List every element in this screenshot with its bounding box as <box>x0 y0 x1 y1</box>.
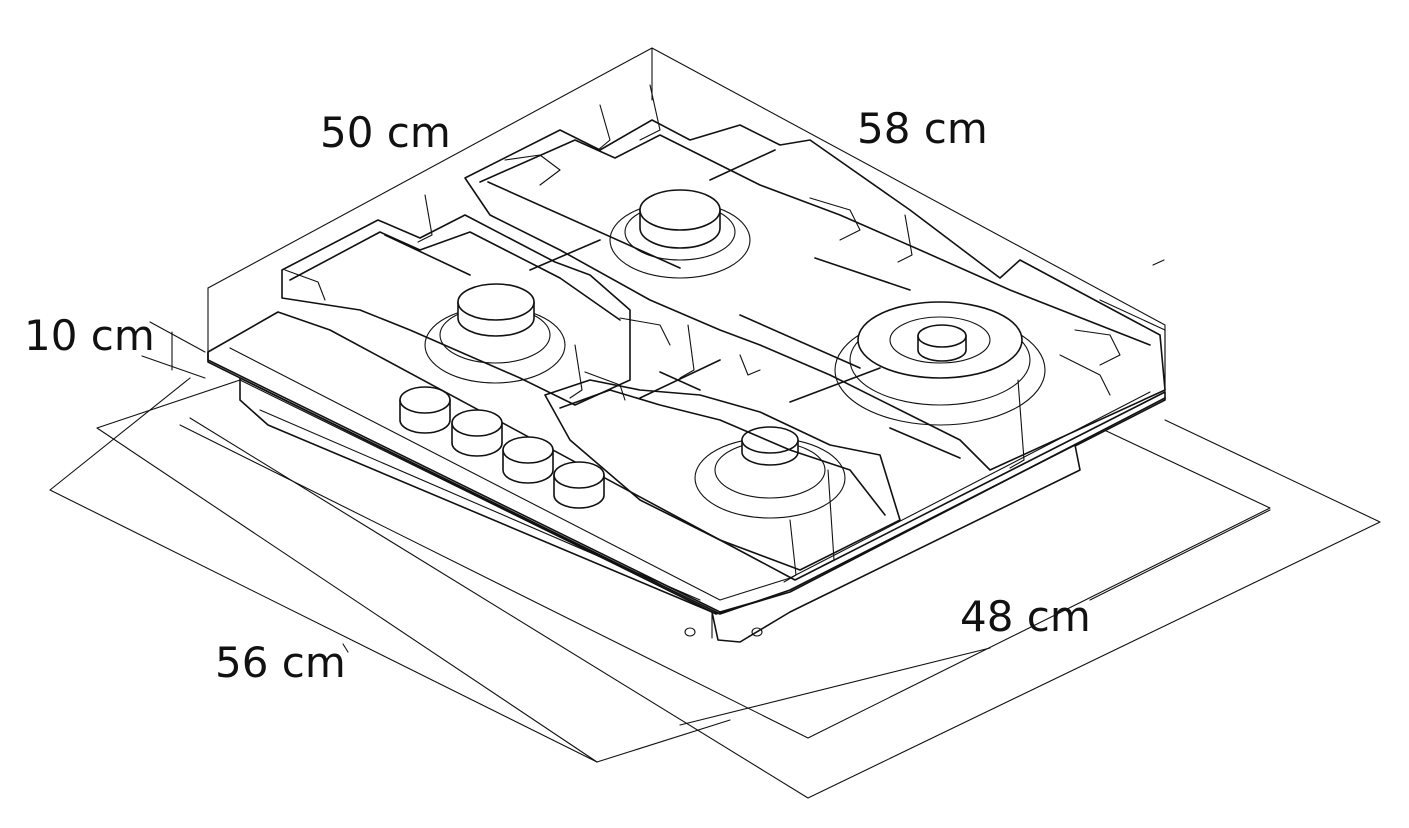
knob-1[interactable] <box>399 386 451 434</box>
label-height: 10 cm <box>24 311 155 360</box>
knob-2[interactable] <box>451 409 503 457</box>
burners <box>424 189 1046 519</box>
knob-4[interactable] <box>553 461 605 509</box>
label-cutout-depth: 56 cm <box>215 638 346 687</box>
cutout-outlines <box>49 321 1381 799</box>
label-cutout-width: 48 cm <box>960 592 1091 641</box>
pan-supports <box>281 84 1166 583</box>
burner-front-left <box>424 283 566 384</box>
burner-large-right <box>834 301 1046 426</box>
label-width-top: 58 cm <box>857 104 988 153</box>
cooktop-body <box>207 299 1166 643</box>
knob-3[interactable] <box>502 436 554 484</box>
control-knobs <box>399 386 605 509</box>
dimension-labels: 50 cm 58 cm 10 cm 56 cm 48 cm <box>24 104 1091 687</box>
label-depth-top: 50 cm <box>320 108 451 157</box>
burner-back-left <box>609 189 751 279</box>
